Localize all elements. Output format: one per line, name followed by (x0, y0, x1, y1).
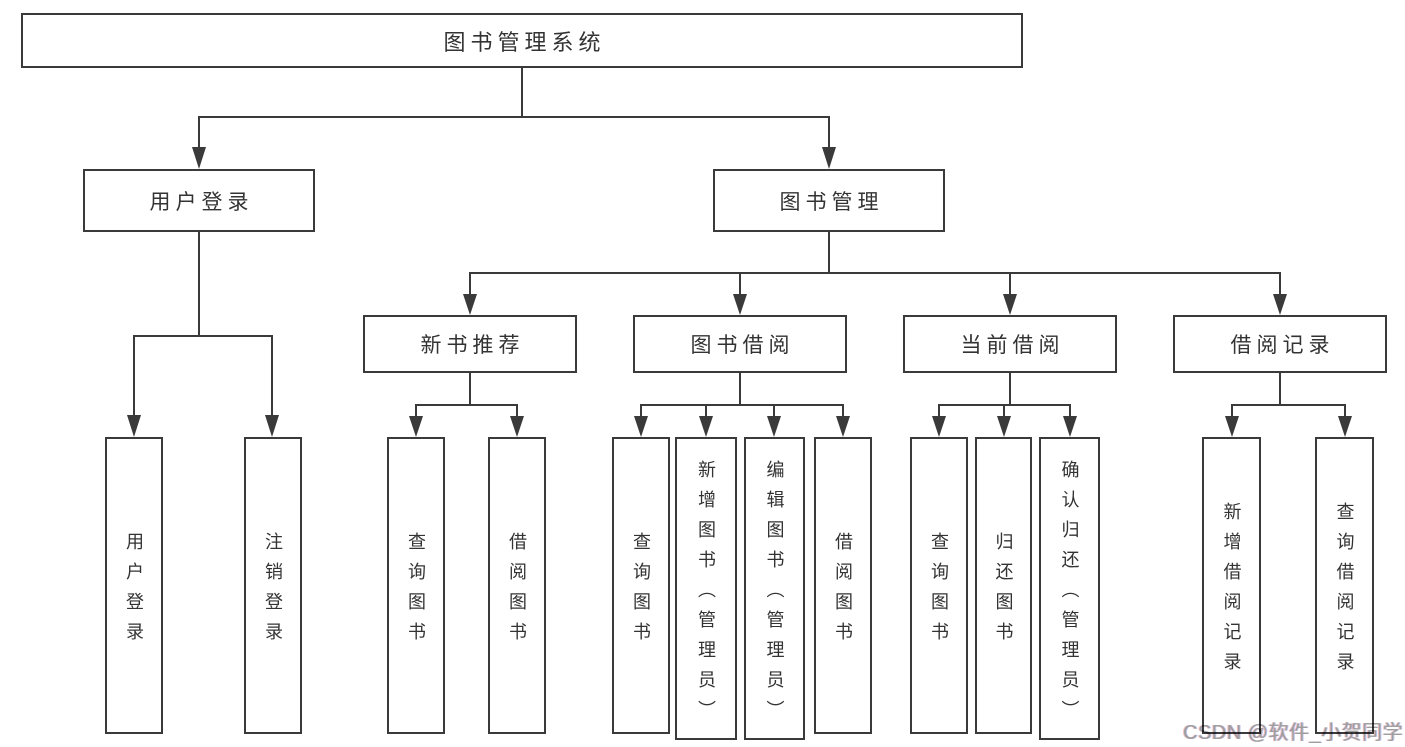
leaf-query-books-recommend: 查询图书 (387, 437, 445, 734)
leaf-query-books-current-label: 查询图书 (929, 531, 949, 652)
leaf-edit-books-admin: 编辑图书（管理员） (744, 437, 805, 740)
node-borrow-records: 借阅记录 (1173, 315, 1387, 373)
leaf-query-books-borrow-label: 查询图书 (631, 531, 651, 652)
leaf-query-books-recommend-label: 查询图书 (406, 531, 426, 652)
node-book-borrow: 图书借阅 (633, 315, 847, 373)
node-root: 图书管理系统 (21, 13, 1023, 68)
leaf-borrow-books-recommend-label: 借阅图书 (507, 531, 527, 652)
tree-edges (133, 67, 1346, 417)
leaf-confirm-return-admin-label: 确认归还（管理员） (1059, 459, 1080, 730)
leaf-query-books-borrow: 查询图书 (612, 437, 670, 734)
leaf-query-books-current: 查询图书 (910, 437, 968, 734)
node-user-login-label: 用户登录 (149, 190, 254, 214)
node-current-borrow: 当前借阅 (903, 315, 1117, 373)
leaf-add-borrow-record-label: 新增借阅记录 (1221, 501, 1242, 682)
leaf-borrow-books: 借阅图书 (814, 437, 872, 734)
leaf-edit-books-admin-label: 编辑图书（管理员） (764, 459, 785, 730)
leaf-add-books-admin: 新增图书（管理员） (675, 437, 737, 740)
node-book-management-label: 图书管理 (779, 190, 884, 214)
leaf-user-login-label: 用户登录 (124, 531, 144, 652)
node-new-book-recommend-label: 新书推荐 (420, 334, 525, 357)
leaf-return-books-label: 归还图书 (993, 531, 1014, 652)
node-current-borrow-label: 当前借阅 (960, 334, 1065, 357)
leaf-query-borrow-record: 查询借阅记录 (1315, 437, 1374, 734)
leaf-return-books: 归还图书 (975, 437, 1032, 734)
leaf-borrow-books-label: 借阅图书 (833, 531, 853, 652)
leaf-borrow-books-recommend: 借阅图书 (488, 437, 546, 734)
node-book-management: 图书管理 (713, 169, 945, 232)
leaf-query-borrow-record-label: 查询借阅记录 (1334, 501, 1355, 682)
leaf-logout-label: 注销登录 (263, 531, 283, 652)
leaf-user-login: 用户登录 (105, 437, 163, 734)
leaf-add-borrow-record: 新增借阅记录 (1202, 437, 1261, 734)
node-borrow-records-label: 借阅记录 (1230, 334, 1335, 357)
leaf-logout: 注销登录 (244, 437, 302, 734)
leaf-confirm-return-admin: 确认归还（管理员） (1039, 437, 1100, 740)
node-new-book-recommend: 新书推荐 (363, 315, 577, 373)
node-root-label: 图书管理系统 (443, 29, 606, 55)
node-user-login: 用户登录 (83, 169, 315, 232)
leaf-add-books-admin-label: 新增图书（管理员） (696, 459, 716, 730)
node-book-borrow-label: 图书借阅 (690, 334, 795, 357)
watermark: CSDN @软件_小贺同学 (1183, 722, 1404, 744)
